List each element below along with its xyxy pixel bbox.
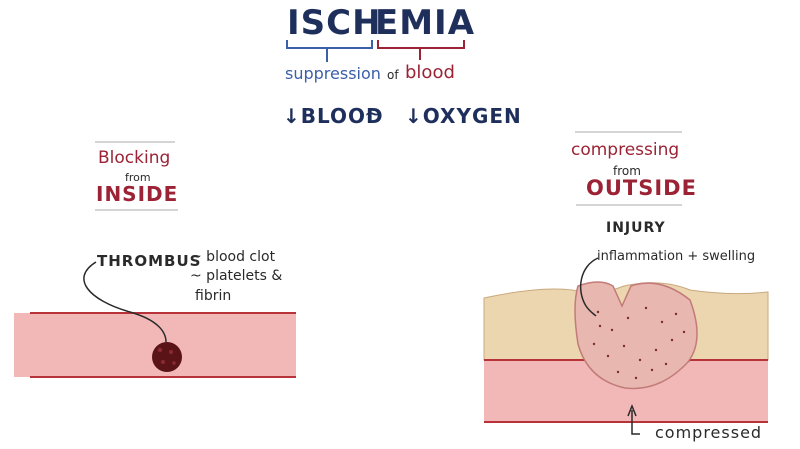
injury-swelling [574,281,698,390]
right-heading-from: from [613,164,641,178]
compressed-pointer [627,403,640,435]
inflammation-pointer [579,257,599,317]
thrombus-note-platelets: ~ platelets & [190,268,283,284]
effect-less-blood: ↓BLOOD [283,104,384,128]
thrombus-label: THROMBUS [97,252,202,270]
definition-of: of [387,68,399,82]
title-bracket-isch [286,40,373,49]
right-heading-outside: OUTSIDE [586,176,697,200]
inflammation-dots [592,306,686,380]
thrombus-pointer [83,261,167,343]
left-heading-from: from [125,171,151,184]
inflammation-label: inflammation + swelling [597,249,756,264]
definition-blood: blood [405,62,455,83]
compressed-label: compressed [655,423,763,442]
title-ischemia-part1: ISCH [287,3,382,43]
definition-suppression: suppression [285,64,381,83]
injury-label: INJURY [606,220,666,236]
title-ischemia-part2: EMIA [375,3,476,43]
effect-less-oxygen: ↓OXYGEN [405,104,522,128]
thrombus-note-blood-clot: ~ blood clot [190,249,276,265]
thrombus-note-fibrin: fibrin [195,288,232,304]
right-heading-compressing: compressing [571,140,680,160]
left-heading-blocking: Blocking [98,148,171,168]
thrombus-clot [152,342,182,372]
compressed-vessel [484,360,768,422]
left-heading-inside: INSIDE [96,182,179,206]
effect-tilde: ~ [364,102,383,127]
